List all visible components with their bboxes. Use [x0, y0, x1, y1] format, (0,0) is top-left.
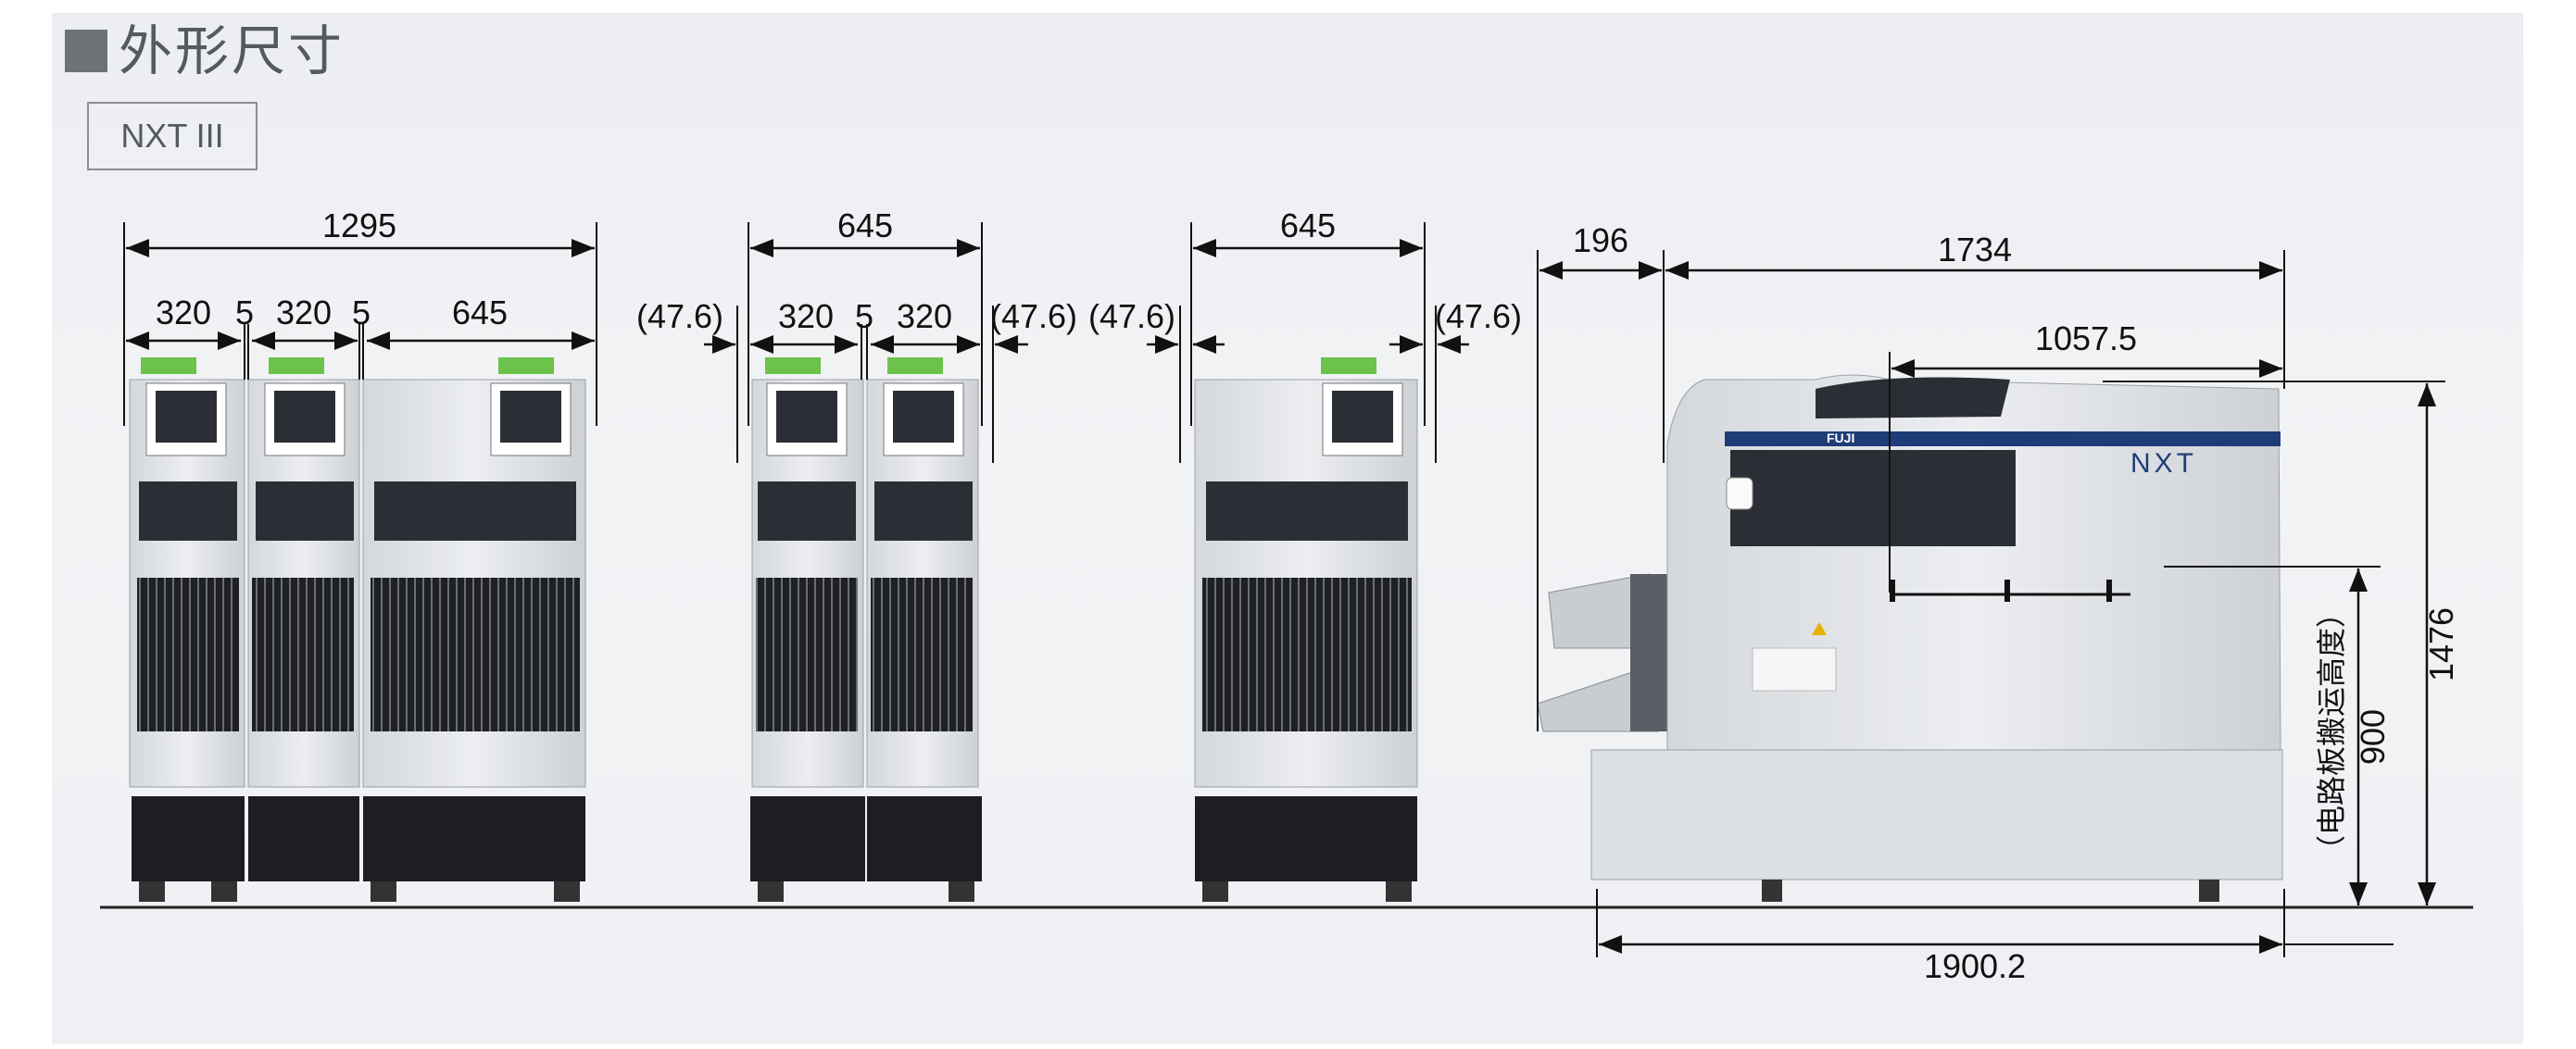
- dim-side-depth: 1734: [1938, 231, 2012, 268]
- module-320: [247, 357, 360, 881]
- section-header: 外形尺寸: [65, 19, 345, 83]
- dim-mid-gap: 5: [855, 297, 873, 335]
- front-view-645-single: 645 (47.6) (47.6): [1088, 206, 1522, 902]
- module-320: [750, 357, 865, 902]
- dim-left-gap-1: 5: [235, 293, 254, 331]
- module-320: [866, 357, 982, 902]
- front-view-645-double: 645 320 5 320 (47.6) (47.6): [636, 206, 1077, 902]
- dim-left-module-1: 320: [156, 293, 211, 331]
- dim-side-base: 1900.2: [1924, 947, 2026, 985]
- dim-side-board-label: （电路板搬运高度）: [2314, 598, 2349, 865]
- dim-mid-total: 645: [837, 206, 893, 244]
- brand-logo: FUJI: [1827, 431, 1854, 445]
- dim-side-height: 1476: [2422, 607, 2460, 681]
- dim-right-side-left: (47.6): [1088, 297, 1175, 335]
- machine-body: [1666, 374, 2281, 751]
- dim-mid-module-2: 320: [897, 297, 952, 335]
- front-view-1295: 1295 320 5 320 5 645: [123, 206, 597, 902]
- dim-side-feeder: 196: [1573, 221, 1628, 259]
- model-logo: NXT: [2130, 448, 2197, 479]
- dim-left-module-3: 645: [452, 293, 508, 331]
- module-645: [362, 357, 586, 902]
- model-label: NXT III: [87, 102, 258, 170]
- dim-mid-side-right: (47.6): [990, 297, 1077, 335]
- dim-side-board-height: 900: [2354, 709, 2392, 765]
- square-bullet-icon: [65, 30, 107, 72]
- dim-right-total: 645: [1280, 206, 1336, 244]
- module-320: [129, 357, 245, 902]
- dim-side-inner: 1057.5: [2035, 319, 2137, 357]
- section-title: 外形尺寸: [119, 19, 346, 82]
- dim-left-gap-2: 5: [352, 293, 371, 331]
- dim-right-side-right: (47.6): [1435, 297, 1522, 335]
- dim-left-total: 1295: [322, 206, 396, 244]
- side-view: FUJI NXT: [1537, 221, 2460, 985]
- dim-mid-side-left: (47.6): [636, 297, 723, 335]
- dim-mid-module-1: 320: [778, 297, 834, 335]
- dim-left-module-2: 320: [276, 293, 332, 331]
